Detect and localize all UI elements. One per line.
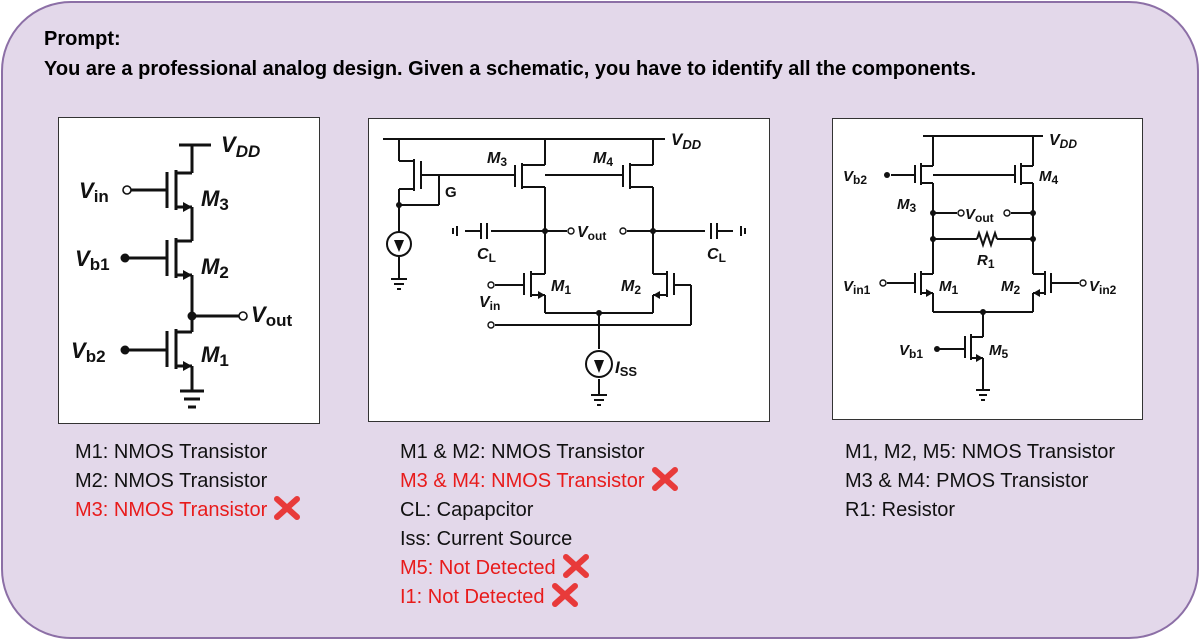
label-m4: M4 — [593, 150, 613, 169]
schematic-1-diagram: VDD Vin M3 Vb1 M2 Vout Vb2 M1 — [71, 132, 292, 409]
x-mark-icon — [274, 496, 301, 520]
result-line: M3 & M4: PMOS Transistor — [845, 467, 1115, 496]
prompt-title: Prompt: — [44, 28, 121, 50]
x-mark-icon — [551, 583, 578, 607]
label-iss: ISS — [615, 358, 637, 379]
label-m2: M2 — [621, 278, 641, 297]
result-line: M1 & M2: NMOS Transistor — [400, 438, 679, 467]
results-schematic-2: M1 & M2: NMOS Transistor M3 & M4: NMOS Tr… — [400, 438, 679, 612]
result-line: CL: Capapcitor — [400, 496, 679, 525]
result-text: M3 & M4: NMOS Transistor — [400, 470, 645, 492]
label-vin: Vin — [479, 294, 500, 313]
result-line: Iss: Current Source — [400, 525, 679, 554]
results-schematic-3: M1, M2, M5: NMOS Transistor M3 & M4: PMOS… — [845, 438, 1115, 525]
result-text: M1 & M2: NMOS Transistor — [400, 441, 645, 463]
label-m1: M1 — [201, 342, 229, 370]
label-m3: M3 — [201, 186, 229, 214]
result-text: Iss: Current Source — [400, 528, 573, 550]
x-mark-icon — [651, 467, 678, 491]
label-m2: M2 — [1001, 278, 1021, 297]
label-vout: Vout — [251, 302, 292, 330]
schematic-2-panel: VDD M3 M4 G Vout CL CL M1 M2 Vin ISS — [368, 118, 770, 422]
schematic-3-diagram: VDD Vb2 M4 M3 Vout R1 Vin1 M1 M2 Vin2 Vb… — [843, 132, 1117, 401]
label-vin2: Vin2 — [1089, 278, 1117, 297]
label-r1: R1 — [977, 252, 995, 271]
result-text: I1: Not Detected — [400, 586, 545, 608]
label-vdd: VDD — [671, 130, 702, 152]
label-vb1: Vb1 — [899, 342, 923, 361]
result-line: M5: Not Detected — [400, 554, 679, 583]
result-text: M1, M2, M5: NMOS Transistor — [845, 441, 1116, 463]
label-vdd: VDD — [1049, 132, 1077, 151]
label-cl-right: CL — [707, 246, 726, 265]
label-cl-left: CL — [477, 246, 496, 265]
result-line: M1, M2, M5: NMOS Transistor — [845, 438, 1115, 467]
label-vb2: Vb2 — [843, 168, 867, 187]
label-vb2: Vb2 — [71, 338, 106, 366]
label-m1: M1 — [939, 278, 959, 297]
label-m1: M1 — [551, 278, 571, 297]
schematic-1-panel: VDD Vin M3 Vb1 M2 Vout Vb2 M1 — [58, 117, 320, 424]
label-vdd: VDD — [221, 132, 260, 161]
label-vb1: Vb1 — [75, 246, 110, 274]
result-text: R1: Resistor — [845, 499, 956, 521]
result-line: M3 & M4: NMOS Transistor — [400, 467, 679, 496]
x-mark-icon — [562, 554, 589, 578]
result-text: M3: NMOS Transistor — [75, 499, 268, 521]
label-vin1: Vin1 — [843, 278, 871, 297]
result-line: M3: NMOS Transistor — [75, 496, 301, 525]
schematic-3-panel: VDD Vb2 M4 M3 Vout R1 Vin1 M1 M2 Vin2 Vb… — [832, 118, 1143, 420]
label-vout: Vout — [965, 206, 994, 225]
result-text: M3 & M4: PMOS Transistor — [845, 470, 1089, 492]
label-vout: Vout — [577, 224, 606, 243]
label-m4: M4 — [1039, 168, 1059, 187]
label-vin: Vin — [79, 178, 109, 206]
label-m2: M2 — [201, 254, 229, 282]
result-line: M2: NMOS Transistor — [75, 467, 301, 496]
result-text: CL: Capapcitor — [400, 499, 534, 521]
result-line: I1: Not Detected — [400, 583, 679, 612]
result-text: M2: NMOS Transistor — [75, 470, 268, 492]
result-line: R1: Resistor — [845, 496, 1115, 525]
prompt-text: You are a professional analog design. Gi… — [44, 58, 977, 80]
label-g: G — [445, 184, 457, 201]
result-text: M1: NMOS Transistor — [75, 441, 268, 463]
label-m3: M3 — [897, 196, 917, 215]
result-text: M5: Not Detected — [400, 557, 556, 579]
schematic-2-diagram: VDD M3 M4 G Vout CL CL M1 M2 Vin ISS — [383, 130, 746, 406]
label-m5: M5 — [989, 342, 1009, 361]
result-line: M1: NMOS Transistor — [75, 438, 301, 467]
label-m3: M3 — [487, 150, 507, 169]
